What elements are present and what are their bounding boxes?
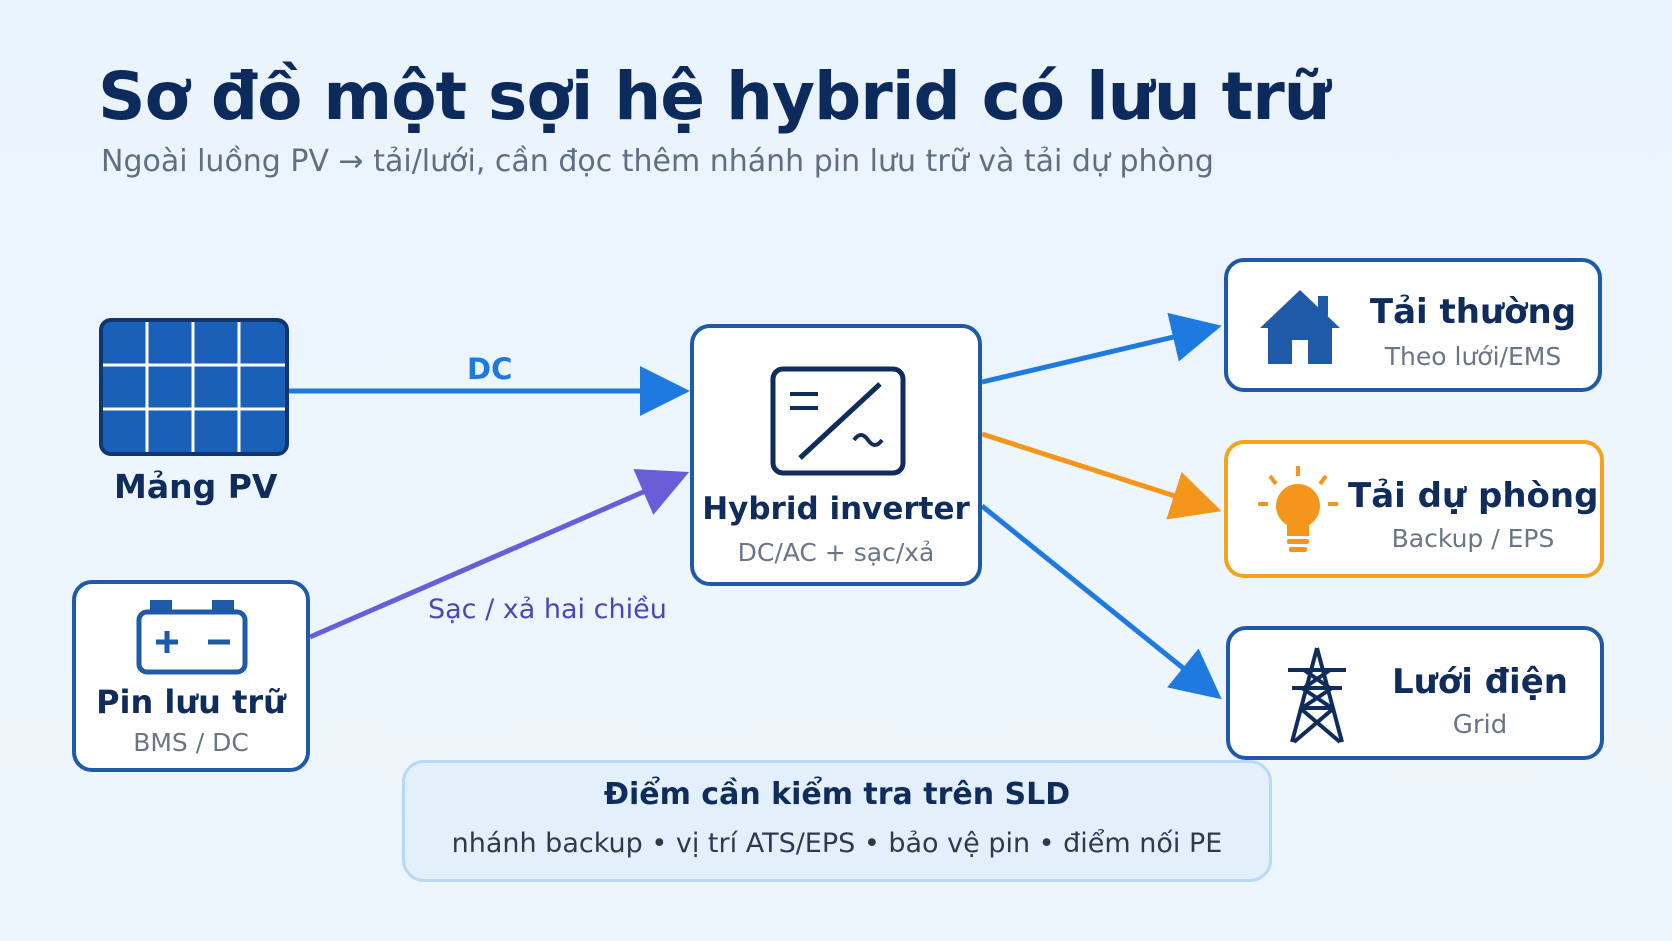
inverter-to-grid-arrow <box>980 504 1222 700</box>
battery-box: Pin lưu trữ BMS / DC <box>72 580 310 772</box>
battery-sublabel: BMS / DC <box>133 728 249 757</box>
solar-panel-icon <box>99 318 289 456</box>
sld-checklist-note: Điểm cần kiểm tra trên SLD nhánh backup … <box>402 760 1272 882</box>
page-title: Sơ đồ một sợi hệ hybrid có lưu trữ <box>98 58 1331 135</box>
note-title: Điểm cần kiểm tra trên SLD <box>603 777 1071 812</box>
battery-icon <box>136 600 248 675</box>
house-icon <box>1260 290 1340 364</box>
grid-box: Lưới điện Grid <box>1226 626 1604 760</box>
backup-load-label: Tải dự phòng <box>1348 476 1599 516</box>
battery-link-label: Sạc / xả hai chiều <box>428 594 667 625</box>
inverter-box: Hybrid inverter DC/AC + sạc/xả <box>690 324 982 586</box>
light-bulb-icon <box>1258 466 1338 552</box>
inverter-to-normal-load-arrow <box>981 312 1222 385</box>
inverter-label: Hybrid inverter <box>702 491 970 527</box>
dc-label: DC <box>467 352 513 386</box>
page-subtitle: Ngoài luồng PV → tải/lưới, cần đọc thêm … <box>101 144 1214 179</box>
inverter-icon <box>770 366 906 476</box>
grid-sublabel: Grid <box>1452 710 1508 740</box>
transmission-tower-icon <box>1288 647 1346 744</box>
inverter-to-backup-load-arrow <box>981 431 1222 520</box>
normal-load-label: Tải thường <box>1369 292 1577 332</box>
battery-label: Pin lưu trữ <box>96 683 286 721</box>
note-items: nhánh backup • vị trí ATS/EPS • bảo vệ p… <box>451 828 1223 859</box>
normal-load-box: Tải thường Theo lưới/EMS <box>1224 258 1602 392</box>
backup-load-box: Tải dự phòng Backup / EPS <box>1224 440 1604 578</box>
normal-load-sublabel: Theo lưới/EMS <box>1384 342 1562 371</box>
battery-to-inverter-arrow <box>309 469 690 640</box>
grid-label: Lưới điện <box>1392 662 1568 702</box>
pv-label: Mảng PV <box>114 467 278 506</box>
inverter-sublabel: DC/AC + sạc/xả <box>737 538 935 567</box>
backup-load-sublabel: Backup / EPS <box>1391 524 1555 553</box>
